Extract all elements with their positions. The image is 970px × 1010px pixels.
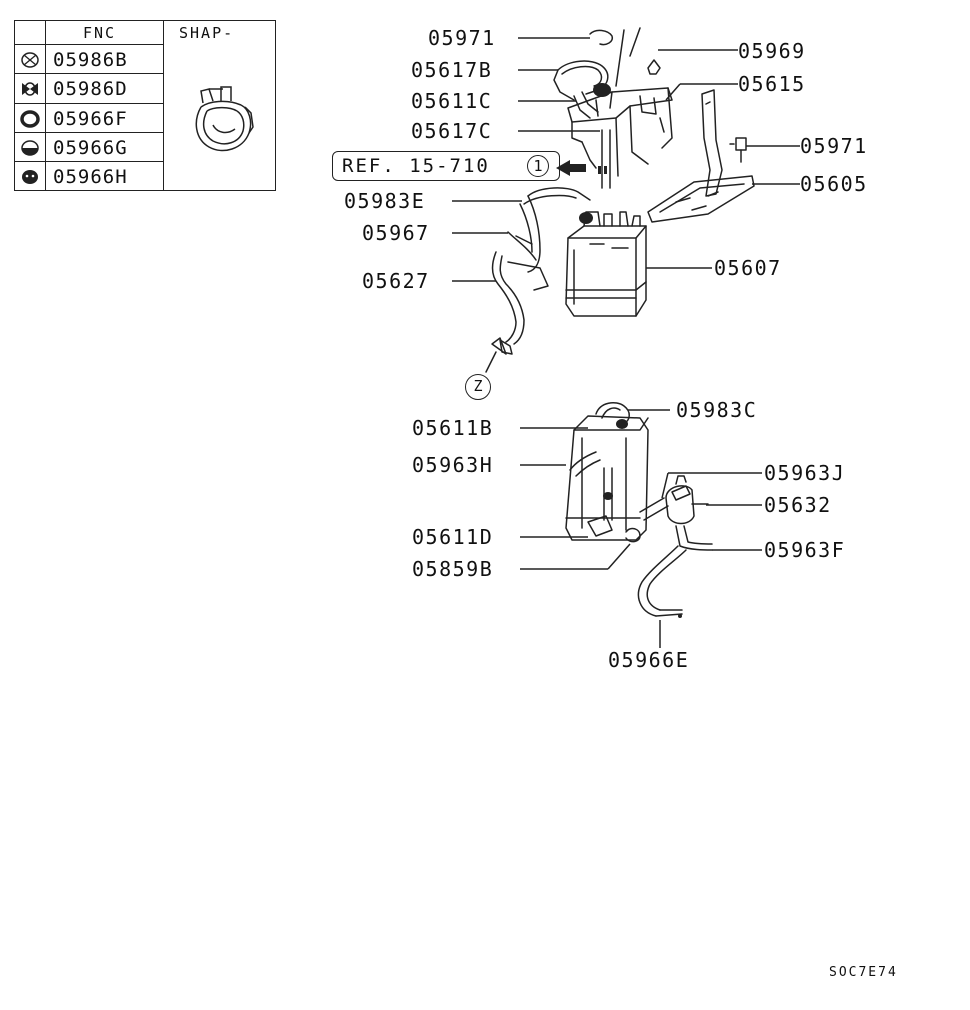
reference-box: REF. 15-710 1 <box>332 151 560 181</box>
part-label-05605: 05605 <box>800 172 868 196</box>
legend-row-divider <box>15 73 163 74</box>
catalog-code: SOC7E74 <box>829 965 898 980</box>
part-label-05611d: 05611D <box>412 525 494 549</box>
filled-clamp-icon <box>22 170 38 184</box>
part-label-05963f: 05963F <box>764 538 846 562</box>
part-label-05971-right: 05971 <box>800 134 868 158</box>
part-label-05632: 05632 <box>764 493 832 517</box>
legend-code: 05986B <box>53 49 128 71</box>
part-label-05969: 05969 <box>738 39 806 63</box>
ring-clamp-icon <box>20 110 40 128</box>
part-label-05859b: 05859B <box>412 557 494 581</box>
legend-header-code: FNC <box>83 24 117 42</box>
half-filled-clamp-icon <box>21 140 39 156</box>
part-label-05967: 05967 <box>362 221 430 245</box>
bracket-part <box>567 87 673 177</box>
part-label-05615: 05615 <box>738 72 806 96</box>
legend-row-divider <box>15 44 163 45</box>
valve-part <box>665 475 709 525</box>
part-label-05611b: 05611B <box>412 416 494 440</box>
part-label-05611c: 05611C <box>411 89 493 113</box>
canister-part <box>565 211 647 317</box>
part-label-05983e: 05983E <box>344 189 426 213</box>
butterfly-clamp-icon <box>22 82 38 96</box>
part-label-05617b: 05617B <box>411 58 493 82</box>
part-label-05971: 05971 <box>428 26 496 50</box>
part-label-05966e: 05966E <box>608 648 690 672</box>
part-label-05983c: 05983C <box>676 398 758 422</box>
crossed-clamp-icon <box>21 52 39 68</box>
reference-circle: 1 <box>527 155 549 177</box>
legend-divider <box>45 21 46 190</box>
lower-canister-part <box>565 415 649 541</box>
part-label-05617c: 05617C <box>411 119 493 143</box>
legend-code: 05966F <box>53 108 128 130</box>
legend-header-shape: SHAP- <box>179 24 235 42</box>
reference-text: REF. 15-710 <box>342 155 490 177</box>
legend-code: 05966H <box>53 166 128 188</box>
legend-code: 05966G <box>53 137 128 159</box>
view-marker-z: Z <box>465 374 491 400</box>
part-label-05963j: 05963J <box>764 461 846 485</box>
part-label-05627: 05627 <box>362 269 430 293</box>
hose-clamp-icon <box>195 86 254 152</box>
legend-divider <box>163 21 164 190</box>
legend-code: 05986D <box>53 78 128 100</box>
part-label-05607: 05607 <box>714 256 782 280</box>
clamp-legend-table: FNC SHAP- 05986B 05986D 05966F 05966G 05… <box>14 20 276 191</box>
part-label-05963h: 05963H <box>412 453 494 477</box>
legend-row-divider <box>15 161 163 162</box>
legend-row-divider <box>15 103 163 104</box>
legend-row-divider <box>15 132 163 133</box>
